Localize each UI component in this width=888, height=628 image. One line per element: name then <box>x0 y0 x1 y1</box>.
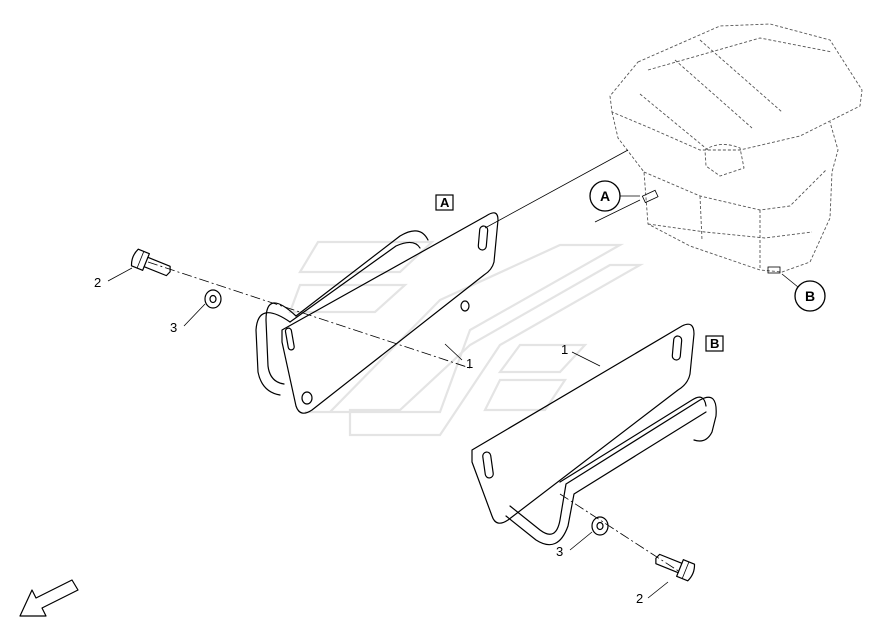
svg-text:A: A <box>440 195 450 210</box>
callout-part-3-upper: 3 <box>170 320 177 335</box>
svg-text:B: B <box>710 336 719 351</box>
watermark-logo <box>288 240 645 437</box>
direction-arrow-icon <box>19 579 79 617</box>
leader-line <box>647 581 669 599</box>
leader-line <box>571 351 601 367</box>
callout-part-3-lower: 3 <box>556 544 563 559</box>
detail-circle-b: B <box>781 273 826 312</box>
detail-box-a: A <box>435 194 454 211</box>
seat-assembly <box>609 23 863 274</box>
callout-part-2-upper: 2 <box>94 275 101 290</box>
callout-part-2-lower: 2 <box>636 591 643 606</box>
bolt-upper <box>130 248 171 277</box>
leader-line <box>444 343 463 361</box>
leader-line <box>107 267 133 282</box>
bolt-lower <box>655 553 696 582</box>
callout-part-1-upper: 1 <box>466 356 473 371</box>
washer-upper <box>204 289 222 309</box>
detail-circle-a: A <box>589 180 640 212</box>
bracket-a <box>255 212 499 414</box>
washer-lower <box>591 516 609 536</box>
detail-box-b: B <box>705 335 724 352</box>
svg-text:A: A <box>600 188 610 204</box>
centerline-lower <box>559 493 681 573</box>
leader-line <box>569 531 593 551</box>
callout-part-1-lower: 1 <box>561 342 568 357</box>
projection-line <box>594 199 641 223</box>
centerline-upper <box>147 261 471 369</box>
bracket-b <box>471 323 717 546</box>
projection-line <box>484 149 629 229</box>
leader-line <box>183 303 206 327</box>
svg-text:B: B <box>805 288 815 304</box>
